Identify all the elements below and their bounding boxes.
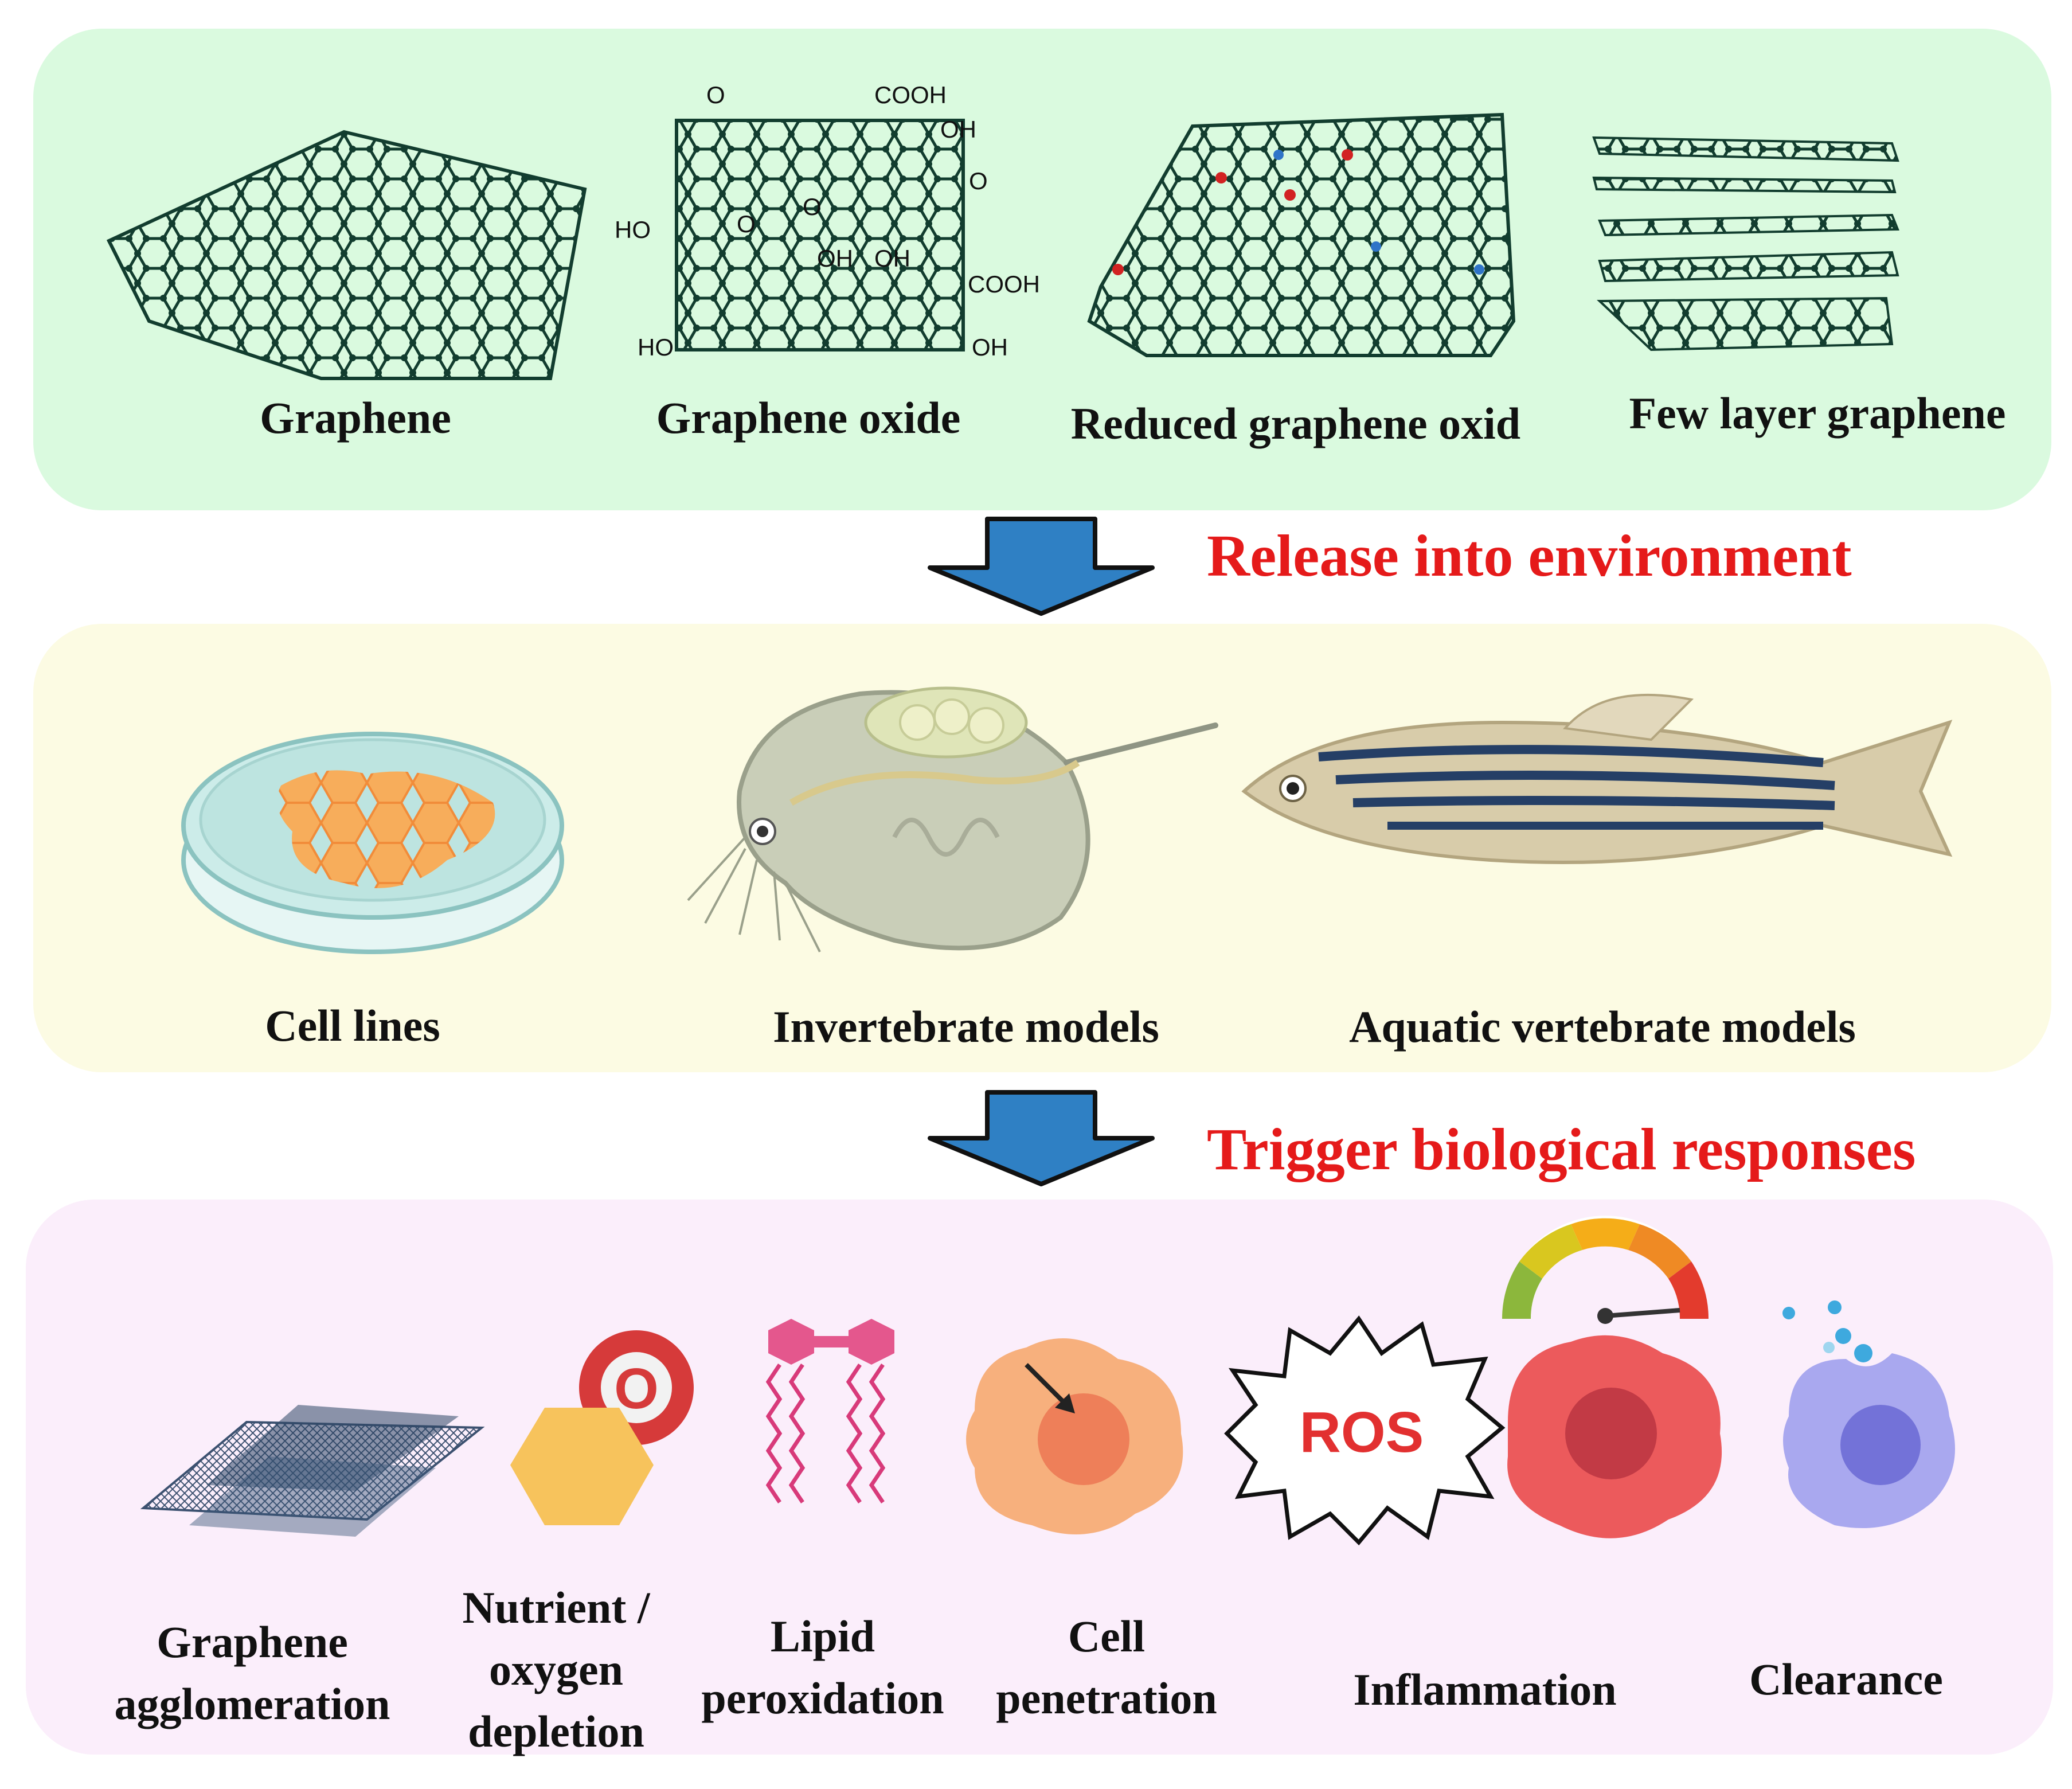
go-group-label: O [969,167,988,194]
down-arrow-icon [928,1090,1155,1186]
material-label-graphene: Graphene [260,393,451,443]
reduced-graphene-oxide-icon [1087,112,1516,357]
trigger-caption: Trigger biological responses [1207,1116,1916,1182]
go-group-label: OH [940,116,976,143]
response-label-lipid-peroxidation: Lipid peroxidation [701,1611,944,1723]
response-label-inflammation: Inflammation [1353,1665,1617,1714]
go-group-label: OH [817,245,853,272]
model-label-aquatic-vertebrate: Aquatic vertebrate models [1349,1002,1856,1052]
inflammation-icon [1502,1216,1722,1538]
response-label-agglomeration: Graphene agglomeration [114,1617,390,1729]
go-group-label: O [706,81,725,108]
ros-burst-icon: ROS [1224,1315,1506,1546]
release-caption: Release into environment [1207,523,1852,589]
few-layer-graphene-icon [1592,136,1899,351]
go-group-label: O [803,193,822,220]
response-label-oxygen-depletion: Nutrient / oxygen depletion [462,1583,650,1756]
material-label-few-layer-graphene: Few layer graphene [1629,388,2006,438]
go-group-label: OH [874,245,910,272]
go-group-label: HO [638,334,674,361]
response-label-clearance: Clearance [1749,1654,1943,1704]
oxygen-depletion-icon: O [510,1330,694,1525]
model-label-invertebrate: Invertebrate models [773,1002,1159,1052]
go-group-label: HO [615,216,651,243]
daphnia-icon [687,686,1218,952]
cell-penetration-icon [966,1338,1183,1534]
graphene-agglomeration-icon [140,1405,485,1537]
down-arrow-icon [928,517,1155,616]
response-label-cell-penetration: Cell penetration [996,1611,1217,1723]
ros-label: ROS [1300,1400,1424,1464]
go-group-label: COOH [874,81,947,108]
graphene-oxide-structure-icon: O COOH OH O HO O O OH OH COOH HO OH [615,81,1040,361]
petri-dish-icon [181,732,564,954]
material-label-reduced-graphene-oxide: Reduced graphene oxid [1070,399,1521,448]
zebrafish-icon [1241,693,1953,864]
go-group-label: OH [972,334,1008,361]
macrophage-icon [1782,1300,1955,1528]
lipid-icon [765,1319,894,1503]
go-group-label: COOH [968,271,1040,298]
go-group-label: O [737,210,756,237]
model-label-cell-lines: Cell lines [265,1001,440,1050]
oxygen-symbol: O [614,1357,659,1421]
material-label-graphene-oxide: Graphene oxide [656,393,961,443]
graphene-sheet-icon [106,130,587,380]
